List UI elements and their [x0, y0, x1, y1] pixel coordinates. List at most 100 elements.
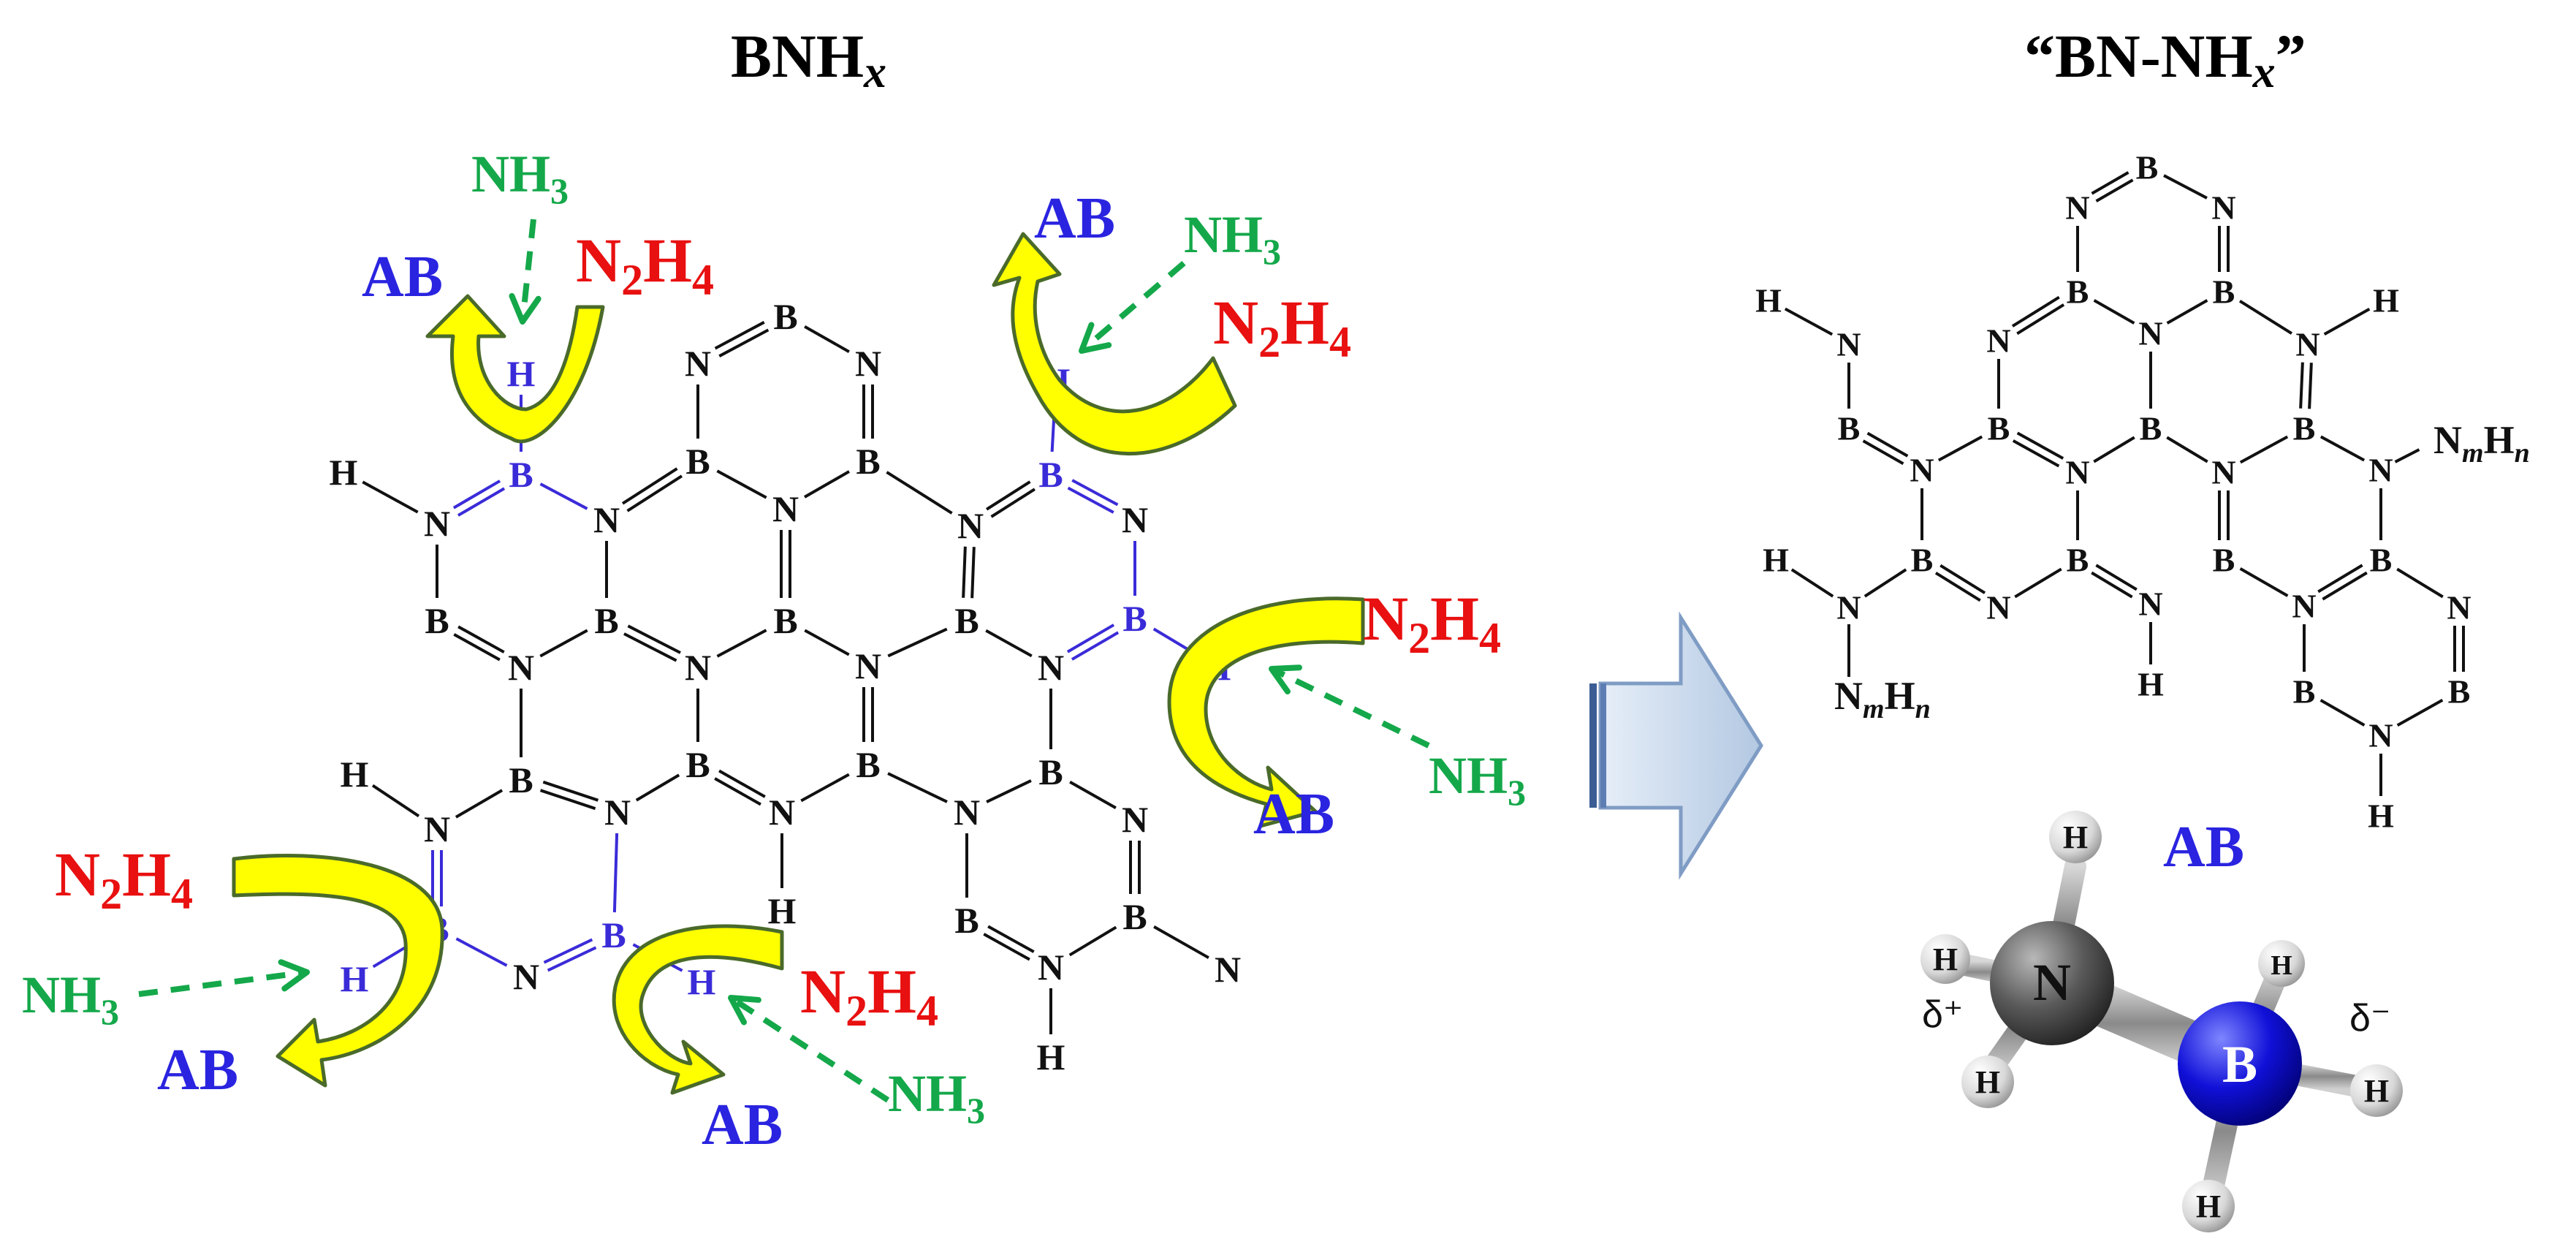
bnhx-bond-network: [362, 321, 1209, 1034]
atom-b: B: [1122, 896, 1147, 937]
single-bond: [2166, 299, 2208, 325]
double-bond: [452, 480, 501, 509]
ab-h-label: H: [2271, 950, 2292, 981]
double-bond: [714, 321, 765, 350]
double-bond: [1071, 479, 1119, 507]
single-bond: [2319, 699, 2366, 727]
atom-n: N: [424, 503, 450, 544]
ab-label: AB: [702, 1093, 783, 1157]
delta-plus-label: δ⁺: [1922, 993, 1963, 1036]
ab-model-label: AB: [2163, 815, 2244, 879]
single-bond: [455, 937, 508, 967]
nh3-label: NH3: [1184, 205, 1281, 272]
atom-b: B: [856, 441, 880, 482]
atom-n: N: [855, 645, 881, 686]
atom-n: N: [2368, 452, 2393, 489]
dashed-arrow-head: [1269, 664, 1302, 695]
single-bond: [371, 784, 420, 818]
single-bond: [2239, 567, 2289, 597]
atom-n: N: [1038, 947, 1064, 988]
atom-b: B: [601, 914, 626, 955]
double-bond: [718, 328, 770, 357]
delta-minus-label: δ⁻: [2349, 997, 2390, 1039]
double-bond: [2091, 171, 2129, 195]
single-bond: [539, 629, 588, 658]
curved-arrow: [425, 294, 605, 444]
double-bond: [1939, 564, 1986, 594]
atom-b: B: [2136, 149, 2159, 186]
dashed-arrow-head: [1079, 322, 1112, 354]
ab-label: AB: [362, 245, 443, 309]
atom-n: N: [1122, 499, 1148, 540]
single-bond: [1069, 781, 1117, 809]
atom-b: B: [594, 600, 618, 641]
double-bond: [2299, 362, 2304, 409]
atom-n: N: [604, 792, 631, 833]
atom-h: H: [1037, 1037, 1065, 1077]
curved-arrow: [992, 232, 1237, 456]
atom-n: N: [1122, 799, 1148, 840]
atom-b: B: [2448, 673, 2471, 711]
atom-b: B: [509, 759, 533, 800]
atom-n: N: [2211, 454, 2235, 491]
double-bond: [627, 624, 681, 654]
single-bond: [539, 482, 588, 510]
atom-n: N: [855, 343, 881, 384]
ab-h-label: H: [1933, 941, 1958, 977]
atom-b: B: [954, 600, 979, 641]
n2h4-label: N2H4: [800, 956, 938, 1035]
single-bond: [800, 773, 850, 803]
atom-h: H: [341, 958, 369, 999]
atom-h: H: [2373, 282, 2399, 319]
double-bond: [621, 467, 678, 505]
right-title: “BN-NHx”: [2024, 23, 2306, 97]
ab-release-arrows: [232, 232, 1365, 1095]
atom-n: N: [2138, 315, 2162, 352]
atom-n: N: [769, 792, 795, 833]
single-bond: [455, 789, 504, 819]
dashed-arrow: [1270, 666, 1430, 749]
atom-n: N: [508, 647, 534, 688]
ab-h-label: H: [1975, 1064, 2000, 1100]
atom-b: B: [1122, 598, 1147, 639]
atom-n: N: [772, 488, 799, 529]
double-bond: [457, 625, 505, 653]
atom-n: N: [954, 792, 980, 833]
atom-b: B: [1988, 410, 2010, 447]
single-bond: [2163, 174, 2208, 200]
atom-b: B: [2213, 273, 2235, 311]
ab-label: AB: [1034, 186, 1115, 251]
double-bond: [1071, 631, 1120, 661]
atom-n: N: [1836, 589, 1861, 626]
atom-b: B: [425, 600, 449, 641]
atom-b: B: [2293, 673, 2316, 711]
atom-b: B: [1911, 542, 1934, 579]
atom-n: N: [2447, 589, 2471, 626]
atom-b: B: [2140, 410, 2162, 447]
single-bond: [2319, 435, 2366, 462]
curved-arrow: [612, 924, 784, 1095]
single-bond: [716, 629, 767, 658]
atom-n: N: [2211, 189, 2235, 227]
single-bond: [1790, 568, 1834, 598]
atom-n: N: [593, 499, 620, 540]
curved-arrow: [1167, 596, 1365, 828]
double-bond: [2016, 303, 2065, 336]
atom-h: H: [1763, 542, 1789, 579]
dashed-arrow-head: [509, 292, 542, 325]
n2h4-label: N2H4: [1213, 287, 1351, 366]
atom-b: B: [2370, 542, 2393, 579]
double-bond: [1067, 486, 1114, 514]
double-bond: [2091, 571, 2133, 599]
double-bond: [714, 777, 761, 806]
atom-n: N: [1038, 647, 1064, 688]
ab-h-label: H: [2063, 819, 2088, 855]
single-bond: [716, 469, 767, 499]
double-bond: [962, 546, 967, 598]
double-bond: [457, 487, 506, 517]
single-bond: [1937, 435, 1983, 462]
atom-b: B: [685, 744, 710, 785]
single-bond: [2396, 698, 2444, 727]
nmhn-substituent: NmHn: [1834, 674, 1931, 724]
